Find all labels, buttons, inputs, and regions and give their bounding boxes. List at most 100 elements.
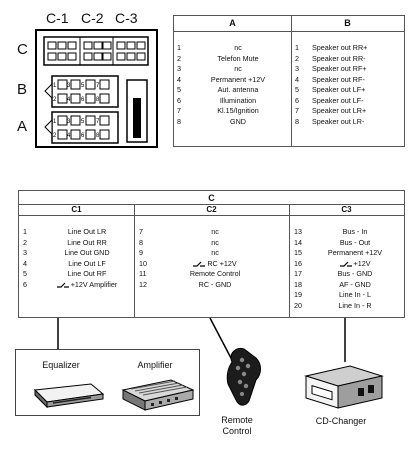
svg-text:8: 8 bbox=[96, 133, 100, 139]
svg-text:3: 3 bbox=[67, 83, 71, 89]
connector-diagram: C-1 C-2 C-3 C B A 1 3 5 7 2 4 6 8 bbox=[0, 0, 165, 150]
list-item-with-symbol: RC +12V bbox=[159, 259, 271, 270]
switched-power-symbol-icon bbox=[339, 261, 352, 267]
list-item: 4 bbox=[295, 74, 299, 84]
list-item-label: RC +12V bbox=[207, 258, 237, 268]
label-c3: C-3 bbox=[115, 10, 138, 26]
list-item: AF - GND bbox=[339, 279, 371, 289]
list-item: 5 bbox=[23, 269, 27, 278]
svg-text:2: 2 bbox=[53, 97, 57, 103]
cd-changer-group: CD-Changer bbox=[298, 362, 384, 428]
list-item: GND bbox=[230, 116, 246, 126]
list-item: 16 bbox=[294, 258, 302, 268]
label-c1: C-1 bbox=[46, 10, 69, 26]
list-item: Bus - Out bbox=[339, 237, 371, 247]
svg-text:1: 1 bbox=[53, 119, 57, 125]
svg-text:8: 8 bbox=[96, 97, 100, 103]
list-item-label: +12V bbox=[353, 258, 371, 268]
list-item: nc bbox=[211, 227, 219, 236]
list-item: Line Out GND bbox=[64, 248, 110, 257]
list-item: 7 bbox=[177, 106, 181, 115]
list-item: 8 bbox=[295, 116, 299, 126]
list-item: 7 bbox=[295, 106, 299, 115]
list-item: Illumination bbox=[219, 95, 257, 105]
list-item: 2 bbox=[177, 53, 181, 63]
list-item: nc bbox=[234, 43, 242, 52]
remote-label-line-2: Control bbox=[222, 426, 252, 436]
svg-text:2: 2 bbox=[53, 133, 57, 139]
list-item: RC - GND bbox=[198, 279, 232, 289]
list-item: 6 bbox=[177, 95, 181, 105]
table-head-a: A bbox=[229, 18, 236, 28]
list-a-numbers: 1 2 3 4 5 6 7 8 bbox=[177, 43, 181, 127]
list-item: Line In - L bbox=[339, 290, 371, 299]
svg-text:7: 7 bbox=[96, 119, 100, 125]
svg-text:4: 4 bbox=[67, 133, 71, 139]
list-a-functions: nc Telefon Mute nc Permanent +12V Aut. a… bbox=[188, 43, 288, 127]
label-c: C bbox=[17, 41, 28, 58]
svg-text:6: 6 bbox=[81, 133, 85, 139]
label-b: B bbox=[17, 81, 28, 98]
list-item: Speaker out LF+ bbox=[312, 85, 366, 94]
list-item: Line Out RR bbox=[67, 237, 107, 247]
svg-text:3: 3 bbox=[67, 119, 71, 125]
amplifier-device-icon bbox=[121, 379, 195, 411]
list-item: 1 bbox=[23, 227, 27, 236]
list-item: 5 bbox=[295, 85, 299, 94]
table-head-c3: C3 bbox=[341, 205, 352, 214]
switched-power-symbol-icon bbox=[193, 261, 206, 267]
list-item: 15 bbox=[294, 248, 302, 257]
amplifier-label: Amplifier bbox=[137, 360, 173, 370]
list-item: Remote Control bbox=[189, 269, 241, 278]
svg-text:1: 1 bbox=[53, 83, 57, 89]
list-item: Speaker out LR+ bbox=[312, 106, 367, 115]
pinout-table-ab: A B 1 2 3 4 5 6 7 8 nc Telefon Mute nc P… bbox=[173, 15, 405, 147]
svg-text:4: 4 bbox=[67, 97, 71, 103]
list-item: 10 bbox=[139, 258, 147, 268]
list-item-label: +12V Amplifier bbox=[70, 279, 118, 289]
list-item: 18 bbox=[294, 279, 302, 289]
list-item: Bus - GND bbox=[337, 269, 373, 278]
list-c2-numbers: 7 8 9 10 11 12 bbox=[139, 227, 147, 290]
label-c2: C-2 bbox=[81, 10, 104, 26]
list-item: Kl.15/Ignition bbox=[217, 106, 259, 115]
svg-text:7: 7 bbox=[96, 83, 100, 89]
list-item: 3 bbox=[177, 64, 181, 73]
list-item: nc bbox=[234, 64, 242, 73]
svg-text:5: 5 bbox=[81, 119, 85, 125]
list-item: 2 bbox=[295, 53, 299, 63]
list-item: Telefon Mute bbox=[217, 53, 259, 63]
list-item: Speaker out LR- bbox=[312, 116, 365, 126]
list-item: 1 bbox=[177, 43, 181, 52]
table-head-c2: C2 bbox=[206, 205, 217, 214]
list-item-with-symbol: +12V bbox=[311, 259, 399, 270]
list-b-numbers: 1 2 3 4 5 6 7 8 bbox=[295, 43, 299, 127]
list-item: 11 bbox=[139, 269, 147, 278]
list-b-functions: Speaker out RR+ Speaker out RR- Speaker … bbox=[312, 43, 367, 127]
switched-power-symbol-icon bbox=[56, 282, 69, 288]
list-item-with-symbol: +12V Amplifier bbox=[41, 280, 133, 291]
list-item: Line Out RF bbox=[67, 269, 107, 278]
list-item: nc bbox=[211, 248, 219, 257]
svg-text:5: 5 bbox=[81, 83, 85, 89]
label-a: A bbox=[17, 118, 28, 135]
list-item: Line Out LR bbox=[67, 227, 107, 236]
list-item: 7 bbox=[139, 227, 143, 236]
list-item: 12 bbox=[139, 279, 147, 289]
list-item: Speaker out RF+ bbox=[312, 64, 367, 73]
list-item: 6 bbox=[295, 95, 299, 105]
equalizer-label: Equalizer bbox=[42, 360, 80, 370]
list-c3-numbers: 13 14 15 16 17 18 19 20 bbox=[294, 227, 302, 311]
list-item: 3 bbox=[295, 64, 299, 73]
list-item: Permanent +12V bbox=[327, 248, 383, 257]
list-item: Bus - In bbox=[342, 227, 368, 236]
list-item: 2 bbox=[23, 237, 27, 247]
cd-changer-device-icon bbox=[304, 365, 384, 409]
table-c-title: C bbox=[208, 193, 215, 203]
list-item: Line In - R bbox=[338, 300, 372, 310]
cd-changer-label: CD-Changer bbox=[315, 416, 367, 426]
remote-control-icon bbox=[226, 347, 261, 406]
list-item: 5 bbox=[177, 85, 181, 94]
